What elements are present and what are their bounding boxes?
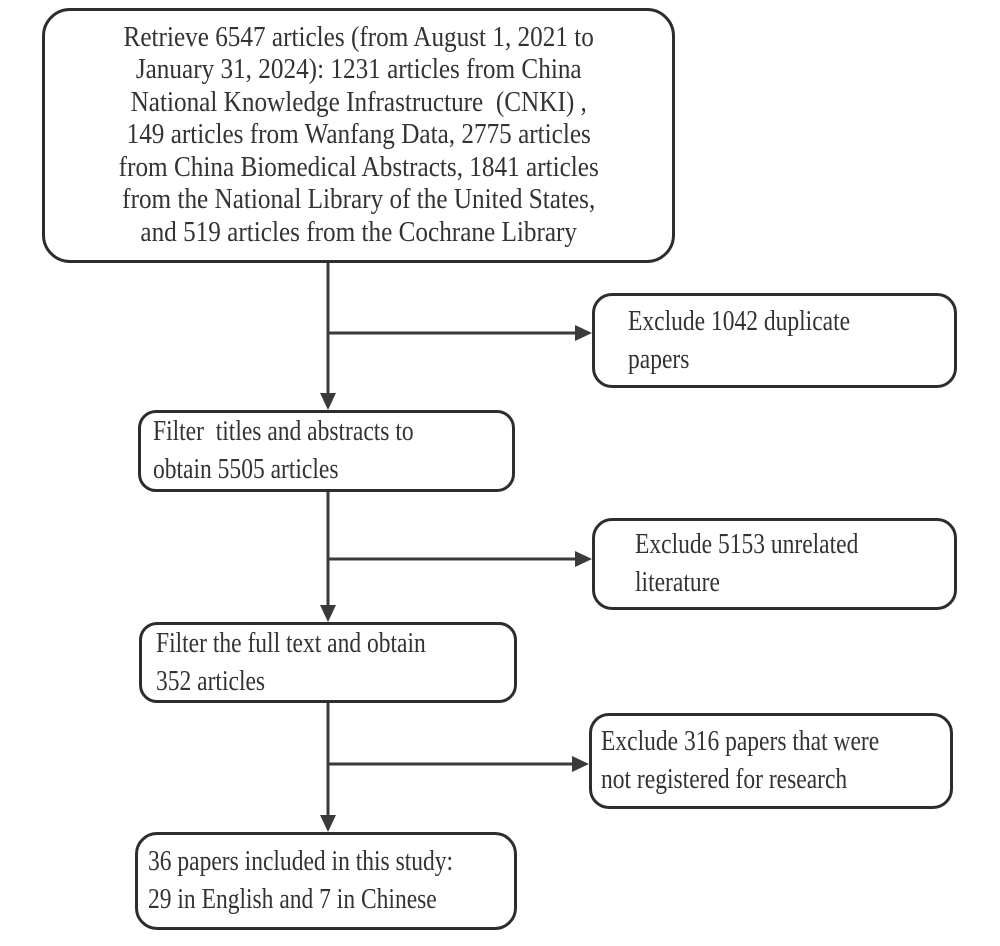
- node-filter-titles-abstracts: Filter titles and abstracts to obtain 55…: [138, 410, 515, 492]
- node-filter-fulltext-text: Filter the full text and obtain 352 arti…: [156, 627, 426, 697]
- node-exclude-unregistered: Exclude 316 papers that were not registe…: [589, 713, 953, 809]
- arrowhead-exclude-unrelated: [575, 551, 592, 567]
- node-exclude-duplicates-text: Exclude 1042 duplicate papers: [628, 305, 851, 375]
- node-exclude-unregistered-text: Exclude 316 papers that were not registe…: [601, 726, 880, 795]
- node-exclude-unrelated: Exclude 5153 unrelated literature: [592, 518, 957, 610]
- arrowhead-exclude-unregistered: [572, 756, 589, 772]
- node-included-papers: 36 papers included in this study: 29 in …: [135, 832, 517, 930]
- arrowhead-filter-fulltext: [320, 605, 336, 622]
- arrowhead-included: [320, 815, 336, 832]
- node-exclude-duplicates: Exclude 1042 duplicate papers: [592, 293, 957, 388]
- node-included-papers-text: 36 papers included in this study: 29 in …: [148, 846, 454, 915]
- node-filter-titles-abstracts-text: Filter titles and abstracts to obtain 55…: [153, 416, 414, 485]
- node-exclude-unrelated-text: Exclude 5153 unrelated literature: [635, 529, 859, 598]
- arrowhead-filter-titles: [320, 393, 336, 410]
- node-retrieve-articles: Retrieve 6547 articles (from August 1, 2…: [42, 8, 675, 263]
- node-retrieve-articles-text: Retrieve 6547 articles (from August 1, 2…: [118, 21, 599, 248]
- arrowhead-exclude-duplicates: [575, 325, 592, 341]
- node-filter-fulltext: Filter the full text and obtain 352 arti…: [139, 622, 517, 703]
